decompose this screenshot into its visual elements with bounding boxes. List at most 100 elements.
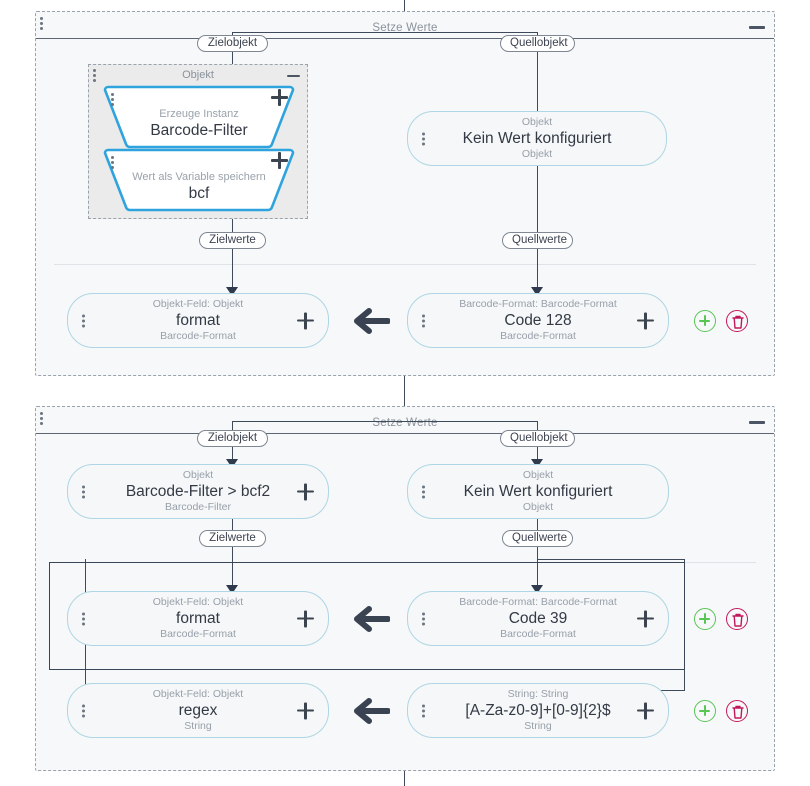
node-value: Code 39 (508, 610, 568, 627)
panel-drag-handle[interactable] (40, 412, 43, 425)
node-expand-button[interactable] (297, 312, 314, 329)
node-type-label: Barcode-Format: Barcode-Format (459, 596, 617, 608)
node-drag-handle[interactable] (422, 485, 425, 498)
node-expand-button[interactable] (297, 610, 314, 627)
block-erzeuge-instanz[interactable]: Erzeuge Instanz Barcode-Filter (102, 84, 296, 149)
mapping-direction-arrow-icon (344, 696, 391, 726)
trapezoid-shape (103, 148, 295, 212)
connector-zielwerte-branch-down (232, 547, 233, 579)
connector-quellwerte-trunk (537, 547, 538, 587)
node-quellobjekt-kein-wert[interactable]: Objekt Kein Wert konfiguriert Objekt (407, 464, 669, 519)
connector-zielwerte-to-row (232, 249, 233, 289)
block-drag-handle[interactable] (111, 156, 114, 169)
block-expand-button[interactable] (271, 89, 288, 106)
node-source-code128[interactable]: Barcode-Format: Barcode-Format Code 128 … (407, 293, 669, 348)
connector-between-panels (404, 376, 405, 406)
node-drag-handle[interactable] (422, 612, 425, 625)
connector-branch-left (232, 421, 233, 432)
node-value: format (176, 610, 220, 627)
connector-node-to-quellwerte (537, 166, 538, 232)
subgroup-drag-handle[interactable] (93, 69, 96, 82)
node-expand-button[interactable] (637, 702, 654, 719)
panel-collapse-button[interactable] (748, 18, 766, 36)
node-source-code39[interactable]: Barcode-Format: Barcode-Format Code 39 B… (407, 591, 669, 646)
connector-branch-bar (232, 32, 538, 33)
node-value: Kein Wert konfiguriert (463, 483, 613, 500)
subgroup-collapse-button[interactable] (287, 69, 301, 83)
node-type-label: String: String (507, 688, 569, 700)
panel-drag-handle[interactable] (40, 17, 43, 30)
connector-source-row2-right-leg (684, 559, 685, 690)
node-value: Barcode-Filter > bcf2 (125, 483, 271, 500)
node-drag-handle[interactable] (82, 314, 85, 327)
add-mapping-button[interactable] (694, 700, 716, 722)
arrowhead-ziel-node (226, 459, 238, 468)
node-type-label: Objekt-Feld: Objekt (152, 298, 244, 310)
add-mapping-button[interactable] (694, 310, 716, 332)
delete-mapping-button[interactable] (726, 700, 748, 722)
port-zielwerte[interactable]: Zielwerte (199, 530, 266, 547)
node-value: [A-Za-z0-9]+[0-9]{2}$ (465, 702, 611, 719)
node-target-regex[interactable]: Objekt-Feld: Objekt regex String (67, 683, 329, 738)
node-source-regex-string[interactable]: String: String [A-Za-z0-9]+[0-9]{2}$ Str… (407, 683, 669, 738)
node-drag-handle[interactable] (82, 704, 85, 717)
block-wert-als-variable-speichern[interactable]: Wert als Variable speichern bcf (102, 147, 296, 212)
arrowhead-target-row (226, 287, 238, 296)
port-zielobjekt[interactable]: Zielobjekt (197, 35, 268, 52)
connector-quell-to-node (537, 447, 538, 462)
node-subtype-label: Objekt (521, 148, 553, 160)
node-expand-button[interactable] (297, 483, 314, 500)
node-expand-button[interactable] (637, 312, 654, 329)
panel-title: Setze Werte (372, 417, 438, 429)
port-quellobjekt[interactable]: Quellobjekt (500, 430, 575, 447)
mapping-direction-arrow-icon (344, 604, 391, 634)
node-drag-handle[interactable] (422, 132, 425, 145)
port-quellwerte[interactable]: Quellwerte (502, 232, 573, 249)
node-target-format[interactable]: Objekt-Feld: Objekt format Barcode-Forma… (67, 293, 329, 348)
node-quellobjekt-kein-wert[interactable]: Objekt Kein Wert konfiguriert Objekt (407, 111, 667, 166)
port-quellwerte[interactable]: Quellwerte (502, 530, 573, 547)
node-expand-button[interactable] (297, 702, 314, 719)
panel-title-underline (36, 38, 774, 39)
connector-source-row2-top (537, 559, 685, 560)
trash-icon (732, 613, 744, 627)
port-zielwerte[interactable]: Zielwerte (199, 232, 266, 249)
delete-mapping-button[interactable] (726, 608, 748, 630)
subgroup-objekt[interactable]: Objekt Erzeuge Instanz Barcode-Filter (88, 64, 308, 219)
arrowhead-source-row (531, 287, 543, 296)
node-value: Kein Wert konfiguriert (462, 130, 612, 147)
node-drag-handle[interactable] (82, 485, 85, 498)
connector-node-to-zielwerte (232, 519, 233, 530)
block-expand-button[interactable] (271, 152, 288, 169)
panel-collapse-button[interactable] (748, 413, 766, 431)
panel-setze-werte-bottom[interactable]: Setze Werte Zielobjekt Quellobjekt Objek… (35, 406, 775, 771)
node-subtype-label: Objekt (522, 501, 554, 513)
add-mapping-button[interactable] (694, 608, 716, 630)
node-drag-handle[interactable] (82, 612, 85, 625)
arrowhead-target-row-1 (226, 585, 238, 594)
port-zielobjekt[interactable]: Zielobjekt (197, 430, 268, 447)
connector-quell-to-objekt (537, 52, 538, 122)
node-type-label: Objekt-Feld: Objekt (152, 688, 244, 700)
node-value: regex (178, 702, 218, 719)
node-drag-handle[interactable] (422, 704, 425, 717)
arrowhead-source-row-1 (531, 585, 543, 594)
port-quellobjekt[interactable]: Quellobjekt (500, 35, 575, 52)
node-type-label: Objekt (521, 116, 553, 128)
node-zielobjekt-barcode-filter-bcf2[interactable]: Objekt Barcode-Filter > bcf2 Barcode-Fil… (67, 464, 329, 519)
connector-outgoing-bottom (404, 771, 405, 786)
node-type-label: Objekt (522, 469, 554, 481)
mapping-direction-arrow-icon (344, 306, 391, 336)
node-value: format (176, 312, 220, 329)
panel-setze-werte-top[interactable]: Setze Werte Zielobjekt Quellobjekt Objek… (35, 11, 775, 376)
node-expand-button[interactable] (637, 610, 654, 627)
node-drag-handle[interactable] (422, 314, 425, 327)
node-target-format[interactable]: Objekt-Feld: Objekt format Barcode-Forma… (67, 591, 329, 646)
block-drag-handle[interactable] (111, 93, 114, 106)
delete-mapping-button[interactable] (726, 310, 748, 332)
mapping-section-divider (54, 264, 756, 265)
connector-ziel-to-node (232, 447, 233, 462)
node-subtype-label: Barcode-Filter (165, 501, 231, 513)
trapezoid-shape (103, 85, 295, 149)
